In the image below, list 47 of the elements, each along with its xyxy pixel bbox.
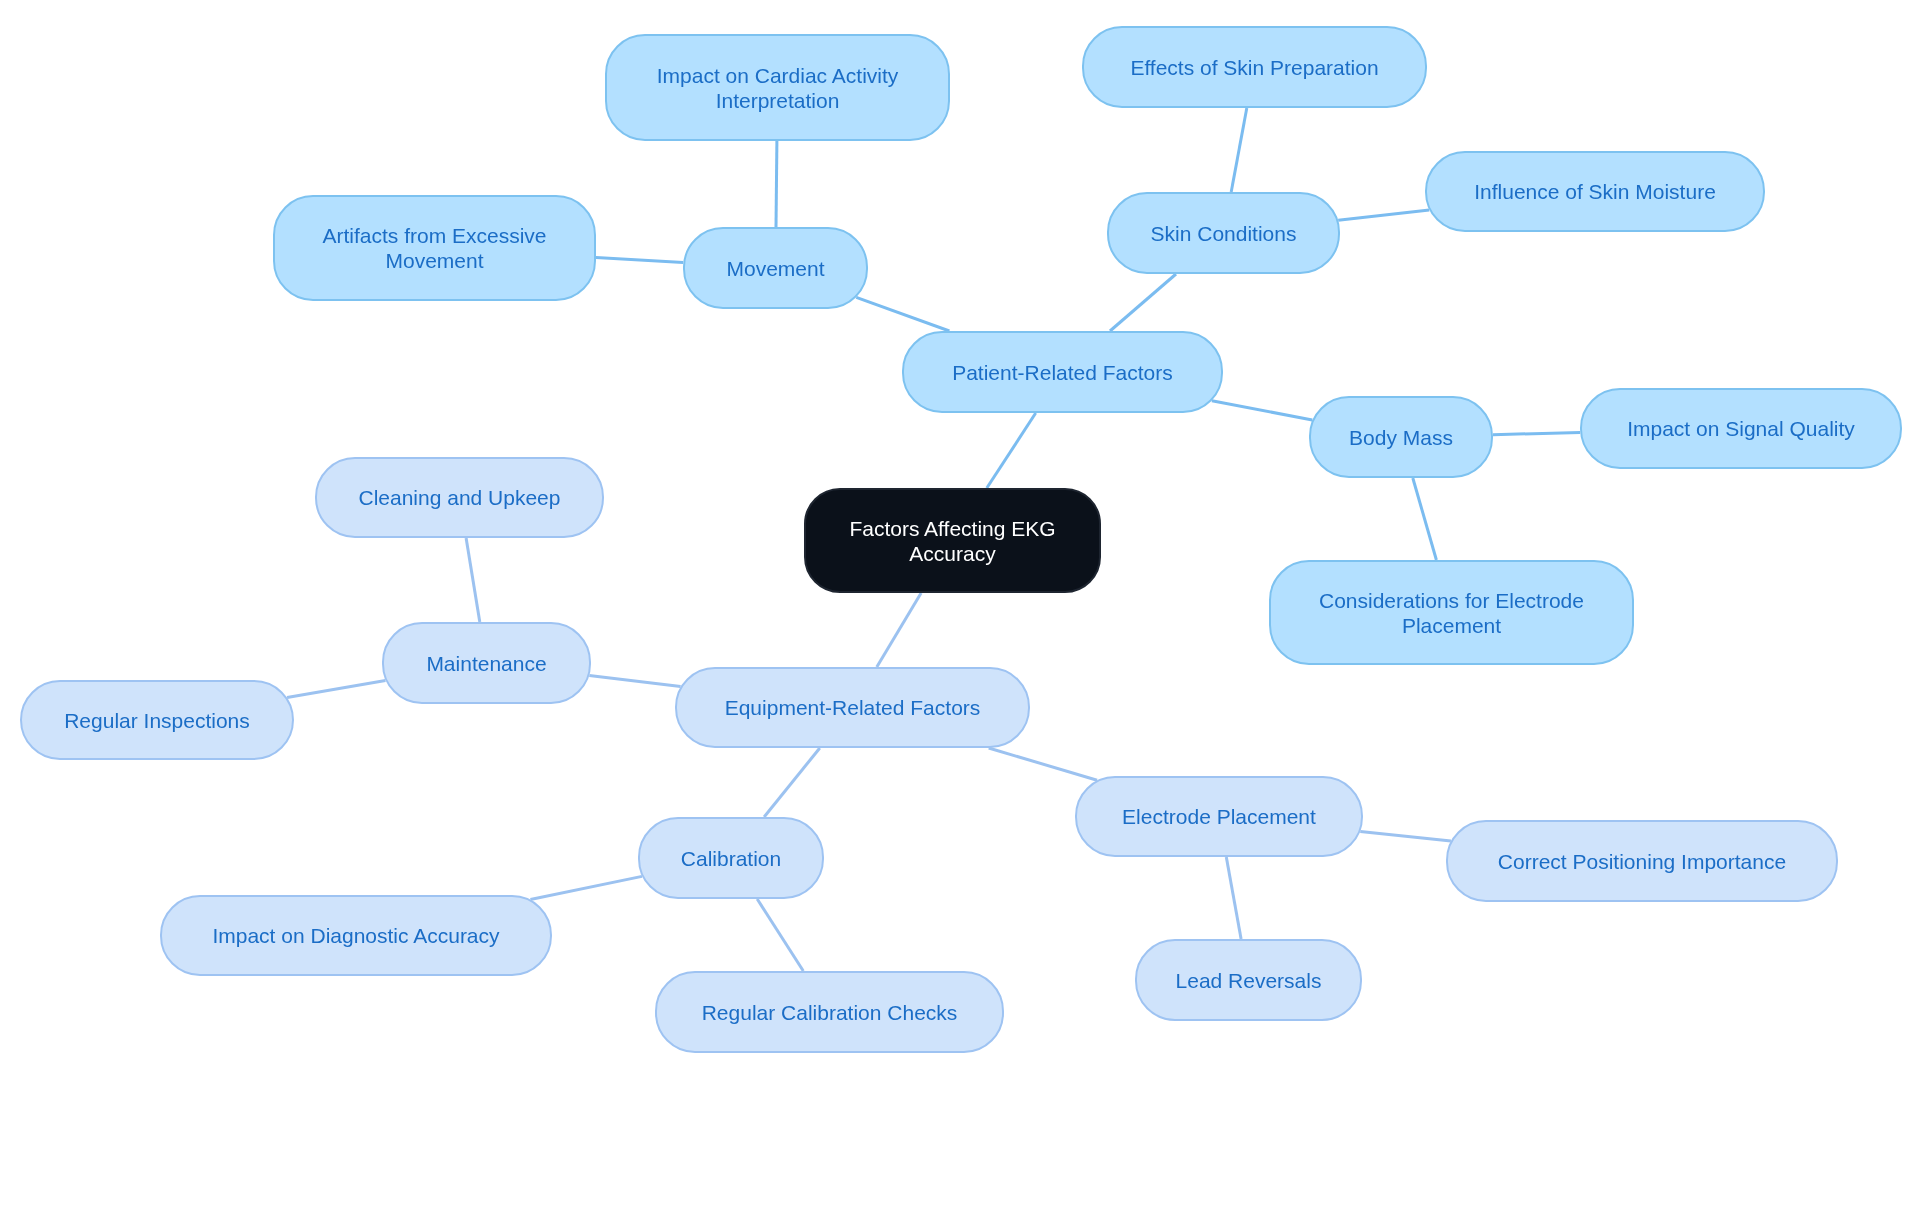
topic-box: [605, 34, 950, 141]
connector-line: [875, 592, 923, 668]
topic-label: Maintenance: [426, 650, 547, 676]
connector-line: [1109, 272, 1177, 333]
topic-label: Considerations for Electrode Placement: [1318, 587, 1585, 638]
connector-line: [1492, 431, 1581, 437]
topic-label: Regular Inspections: [64, 707, 250, 733]
topic-label: Skin Conditions: [1150, 220, 1297, 246]
connector-line: [286, 679, 386, 699]
connector-line: [988, 746, 1098, 782]
connector-line: [1338, 208, 1430, 222]
topic-label: Lead Reversals: [1175, 967, 1322, 993]
connector-line: [1360, 829, 1452, 843]
connector-line: [855, 295, 950, 333]
topic-label: Impact on Diagnostic Accuracy: [212, 923, 500, 948]
topic-label: Artifacts from Excessive Movement: [321, 223, 548, 273]
connector-line: [1411, 477, 1438, 561]
topic-box: [1269, 560, 1634, 665]
topic-label: Regular Calibration Checks: [701, 999, 958, 1025]
connector-line: [755, 898, 805, 972]
connector-line: [589, 674, 681, 689]
topic-box: [683, 227, 868, 309]
topic-box: [902, 331, 1223, 413]
topic-box: [273, 195, 596, 301]
connector-line: [1224, 856, 1243, 940]
connector-line: [595, 256, 684, 265]
topic-label: Electrode Placement: [1122, 804, 1316, 829]
topic-label: Patient-Related Factors: [952, 359, 1173, 385]
topic-label: Equipment-Related Factors: [724, 695, 981, 720]
topic-label: Effects of Skin Preparation: [1130, 54, 1379, 80]
central-topic-box: [804, 488, 1101, 593]
connector-line: [464, 537, 482, 623]
connector-line: [1211, 399, 1313, 422]
connector-line: [774, 141, 779, 227]
topic-label: Movement: [726, 255, 825, 281]
topic-label: Influence of Skin Moisture: [1474, 179, 1716, 204]
topic-label: Factors Affecting EKG Accuracy: [848, 515, 1057, 566]
connector-line: [1229, 107, 1249, 193]
connector-line: [762, 747, 821, 818]
topic-label: Correct Positioning Importance: [1497, 848, 1787, 874]
topic-label: Impact on Cardiac Activity Interpretation: [655, 62, 900, 113]
topic-label: Cleaning and Upkeep: [358, 485, 561, 510]
topic-label: Calibration: [680, 845, 782, 871]
topic-label: Impact on Signal Quality: [1627, 416, 1855, 441]
topic-label: Body Mass: [1349, 424, 1453, 450]
connector-line: [530, 874, 643, 901]
connector-line: [985, 412, 1037, 489]
